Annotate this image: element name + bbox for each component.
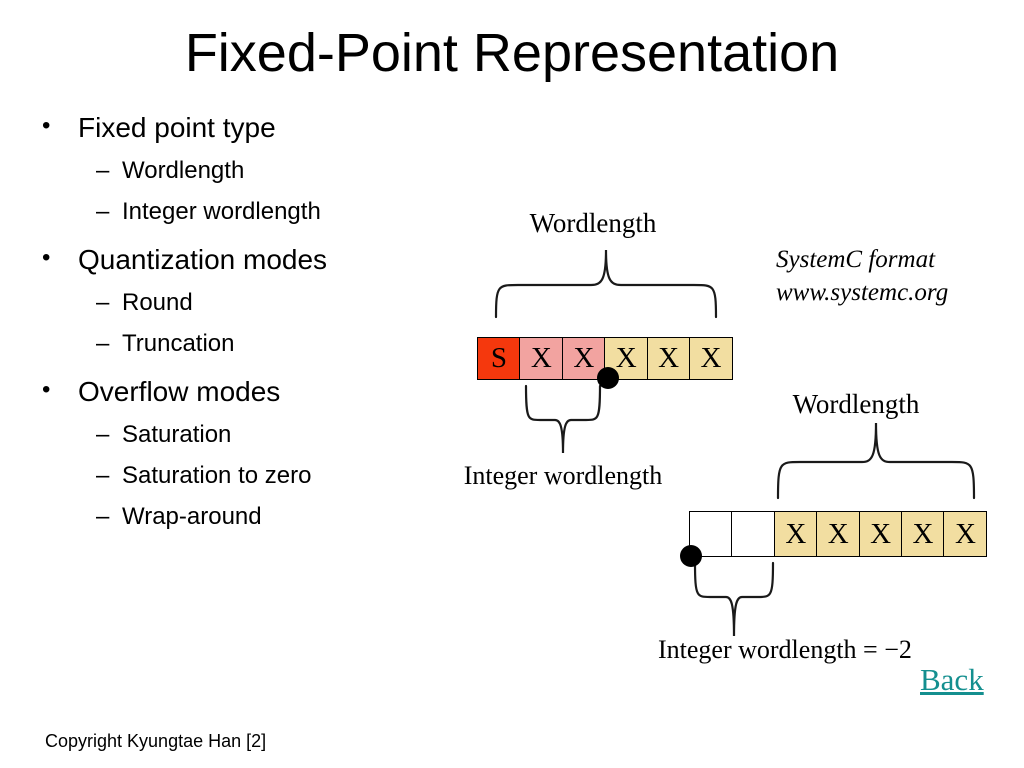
dash-marker: – <box>96 157 110 185</box>
bit-cell: X <box>773 511 818 557</box>
dash-marker: – <box>96 502 110 530</box>
integer-wordlength-label-2: Integer wordlength = −2 <box>658 635 912 664</box>
sub-bullet-label: Wrap-around <box>122 502 262 530</box>
sub-bullet-item: –Saturation <box>40 421 470 449</box>
dash-marker: – <box>96 198 110 226</box>
bullet-list: •Fixed point type–Wordlength–Integer wor… <box>40 112 470 545</box>
bit-cell: X <box>858 511 903 557</box>
bit-cell: S <box>477 337 521 380</box>
dash-marker: – <box>96 289 110 317</box>
bullet-label: Quantization modes <box>78 243 328 275</box>
sub-bullet-item: –Round <box>40 289 470 317</box>
sub-bullet-item: –Wordlength <box>40 157 470 185</box>
sub-bullet-item: –Wrap-around <box>40 502 470 531</box>
systemc-note: SystemC format www.systemc.org <box>776 244 948 309</box>
integer-wordlength-brace-2 <box>693 561 775 637</box>
slide-title: Fixed-Point Representation <box>184 23 840 83</box>
systemc-note-line2: www.systemc.org <box>776 278 949 306</box>
sub-bullet-item: –Integer wordlength <box>40 198 470 226</box>
bit-cell: X <box>901 511 946 557</box>
bullet-label: Overflow modes <box>78 375 281 407</box>
integer-wordlength-brace-1 <box>524 384 602 454</box>
bit-cell: X <box>689 337 734 380</box>
wordlength-label-1: Wordlength <box>529 208 657 238</box>
sub-bullet-item: –Truncation <box>40 330 470 358</box>
bit-cell: X <box>943 511 988 557</box>
binary-point-dot-1 <box>597 367 619 389</box>
binary-point-dot-2 <box>680 545 702 567</box>
integer-wordlength-label-1: Integer wordlength <box>463 461 663 490</box>
sub-bullet-label: Truncation <box>122 330 235 357</box>
bullet-item: • Overflow modes <box>40 376 470 408</box>
sub-bullet-item: –Saturation to zero <box>40 461 470 490</box>
dash-marker: – <box>96 421 110 449</box>
bit-cell-empty <box>731 511 776 557</box>
wordlength-brace-2 <box>776 422 976 500</box>
bullet-marker: • <box>42 243 51 271</box>
bit-cell: X <box>646 337 691 380</box>
sub-bullet-label: Wordlength <box>122 157 245 185</box>
bullet-marker: • <box>42 112 51 139</box>
bit-cell: X <box>519 337 564 380</box>
copyright-footer: Copyright Kyungtae Han [2] <box>45 731 267 751</box>
systemc-note-line1: SystemC format <box>776 246 936 273</box>
bullet-label: Fixed point type <box>78 112 276 143</box>
sub-bullet-label: Saturation to zero <box>122 461 312 489</box>
back-link[interactable]: Back <box>920 662 984 697</box>
bit-cell: X <box>816 511 861 557</box>
dash-marker: – <box>96 330 110 357</box>
wordlength-brace-1 <box>494 249 718 319</box>
dash-marker: – <box>96 461 110 489</box>
bullet-item: • Quantization modes <box>40 244 470 276</box>
bullet-item: • Fixed point type <box>40 112 470 144</box>
wordlength-label-2: Wordlength <box>792 389 920 419</box>
bullet-marker: • <box>42 375 51 403</box>
sub-bullet-label: Saturation <box>122 421 232 449</box>
sub-bullet-label: Integer wordlength <box>122 198 321 226</box>
sub-bullet-label: Round <box>122 289 193 317</box>
